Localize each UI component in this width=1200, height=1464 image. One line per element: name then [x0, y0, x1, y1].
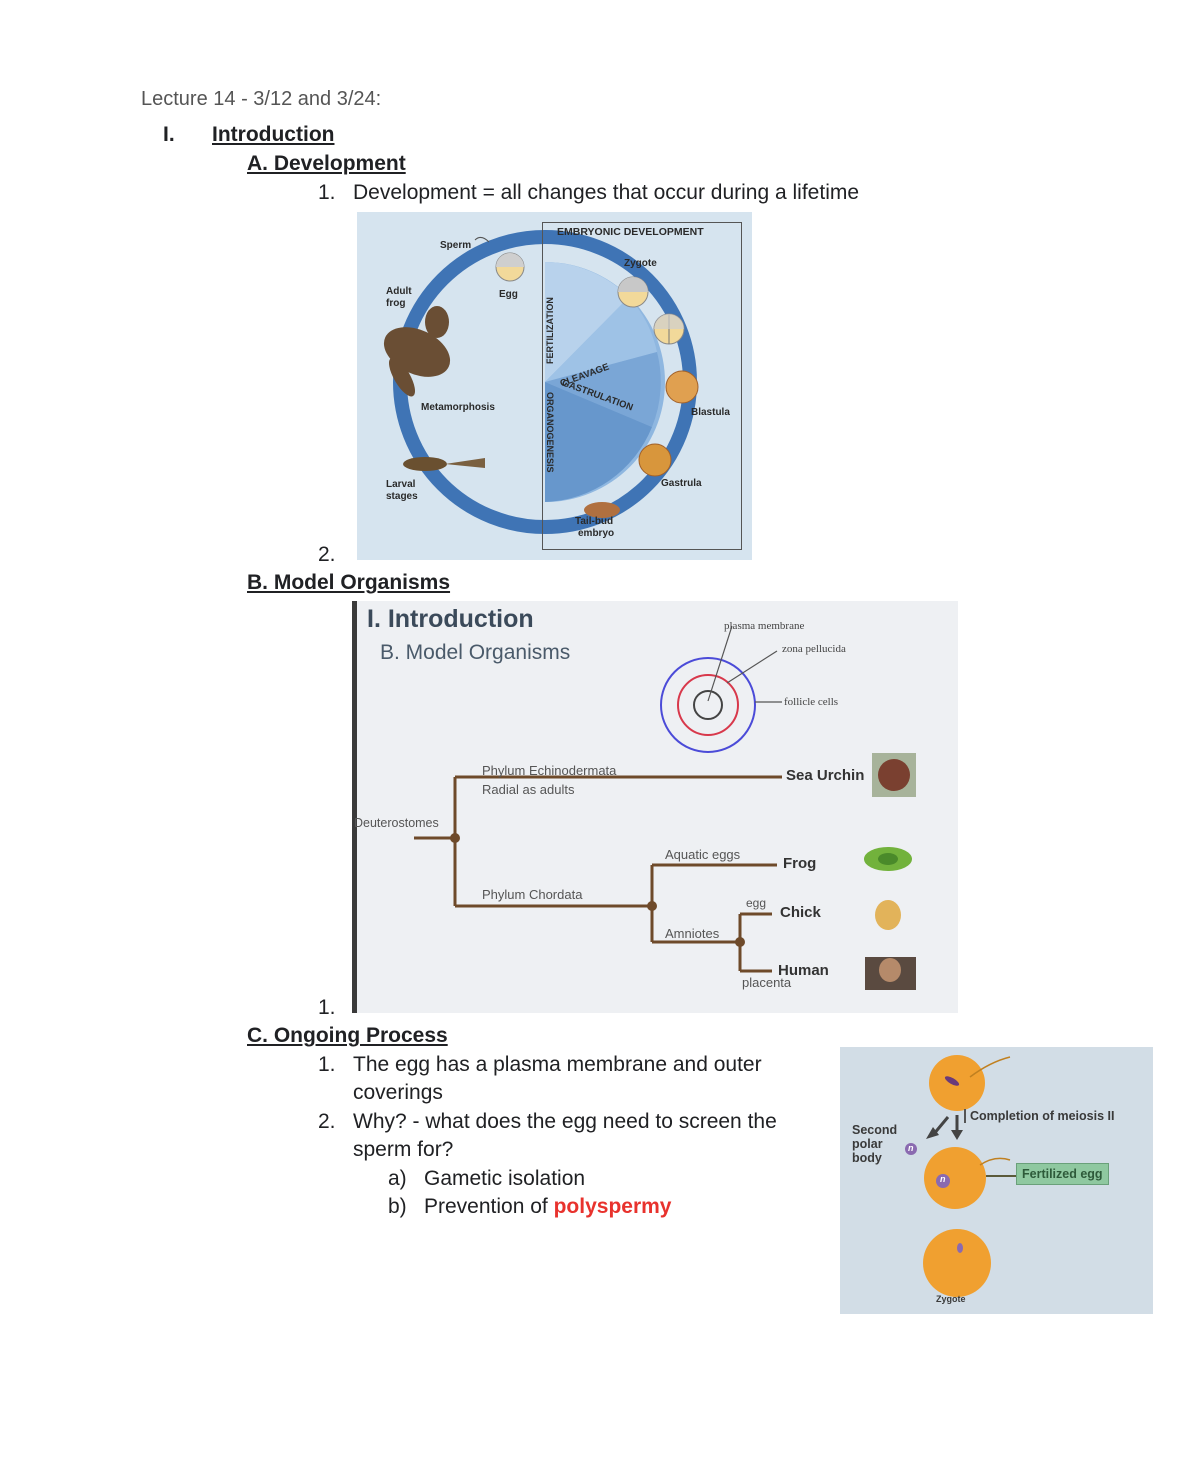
sub-b-text: Prevention of polyspermy — [424, 1194, 671, 1220]
zygote-label: Zygote — [936, 1294, 966, 1304]
section-c-item1-number: 1. — [318, 1053, 336, 1076]
section-b-item1-number: 1. — [318, 996, 336, 1019]
slide-subtitle: B. Model Organisms — [380, 641, 571, 664]
metamorphosis-label: Metamorphosis — [421, 402, 495, 413]
section-c-item1-line2: coverings — [353, 1081, 443, 1104]
section-a-item1-text: Development = all changes that occur dur… — [353, 181, 860, 204]
sub-a-text: Gametic isolation — [424, 1167, 586, 1190]
frog-label: Frog — [783, 855, 817, 872]
model-organisms-figure: I. Introduction B. Model Organisms — [352, 601, 958, 1013]
section-a-item1-number: 1. — [318, 181, 336, 204]
section-a-title: A. Development — [247, 152, 406, 175]
polar-label: polar — [852, 1137, 883, 1151]
fertilization-graphic — [905, 1055, 1018, 1297]
organogenesis-label: ORGANOGENESIS — [545, 392, 555, 473]
embryonic-development-box — [542, 222, 742, 550]
sub-b-marker: b) — [388, 1195, 407, 1218]
section-c-item1-line1: The egg has a plasma membrane and outer — [353, 1053, 762, 1076]
completion-label: Completion of meiosis II — [964, 1109, 1114, 1123]
egg-n-label: n — [940, 1174, 946, 1184]
gastrula-label: Gastrula — [661, 478, 702, 489]
fertilized-egg-label: Fertilized egg — [1016, 1163, 1109, 1185]
sperm-label: Sperm — [440, 240, 472, 251]
phylum-chordata-label: Phylum Chordata — [482, 887, 583, 902]
zygote-label: Zygote — [624, 258, 657, 269]
phylogeny-graphic — [414, 625, 916, 990]
amniotes-label: Amniotes — [665, 926, 720, 941]
larval-label-1: Larval — [386, 479, 416, 490]
egg-label: Egg — [499, 289, 518, 300]
section-1-title: Introduction — [212, 123, 335, 146]
human-label: Human — [778, 962, 829, 979]
section-c-title: C. Ongoing Process — [247, 1024, 448, 1047]
chick-label: Chick — [780, 904, 821, 921]
tailbud-label-1: Tail-bud — [575, 516, 614, 527]
plasma-membrane-label: plasma membrane — [724, 620, 805, 632]
aquatic-eggs-label: Aquatic eggs — [665, 847, 741, 862]
section-a-item2-number: 2. — [318, 543, 336, 566]
egg-label: egg — [746, 896, 767, 910]
radial-label: Radial as adults — [482, 782, 575, 797]
placenta-label: placenta — [742, 975, 792, 990]
section-c-item2-line1: Why? - what does the egg need to screen … — [353, 1110, 777, 1133]
adult-frog-label-2: frog — [386, 298, 406, 309]
page-heading: Lecture 14 - 3/12 and 3/24: — [141, 88, 382, 110]
section-c-item2-number: 2. — [318, 1110, 336, 1133]
fertilization-label: FERTILIZATION — [545, 297, 555, 364]
follicle-cells-label: follicle cells — [784, 696, 839, 708]
embryonic-development-title: EMBRYONIC DEVELOPMENT — [557, 226, 704, 238]
blastula-label: Blastula — [691, 407, 730, 418]
development-cycle-figure: EMBRYONIC DEVELOPMENT Sperm Egg Zygote A… — [357, 212, 752, 560]
zona-pellucida-label: zona pellucida — [782, 643, 846, 655]
larval-label-2: stages — [386, 491, 418, 502]
section-1-number: I. — [163, 123, 175, 146]
polar-n-label: n — [908, 1143, 914, 1153]
deuterostomes-label: Deuterostomes — [354, 816, 439, 830]
body-label: body — [852, 1151, 882, 1165]
sea-urchin-label: Sea Urchin — [786, 767, 865, 784]
fertilization-figure: Completion of meiosis II Second polar bo… — [840, 1047, 1153, 1314]
sub-a-marker: a) — [388, 1167, 407, 1190]
slide-edge — [352, 601, 357, 1013]
sub-b-plain: Prevention of — [424, 1195, 554, 1218]
polyspermy-highlight: polyspermy — [553, 1195, 672, 1218]
section-b-title: B. Model Organisms — [247, 571, 451, 594]
adult-frog-label-1: Adult — [386, 286, 412, 297]
development-cycle-graphic — [383, 230, 699, 534]
second-label: Second — [852, 1123, 898, 1137]
section-c-item2-line2: sperm for? — [353, 1138, 454, 1161]
slide-title: I. Introduction — [367, 605, 534, 633]
phylum-echinodermata-label: Phylum Echinodermata — [482, 763, 617, 778]
tailbud-label-2: embryo — [578, 528, 615, 539]
